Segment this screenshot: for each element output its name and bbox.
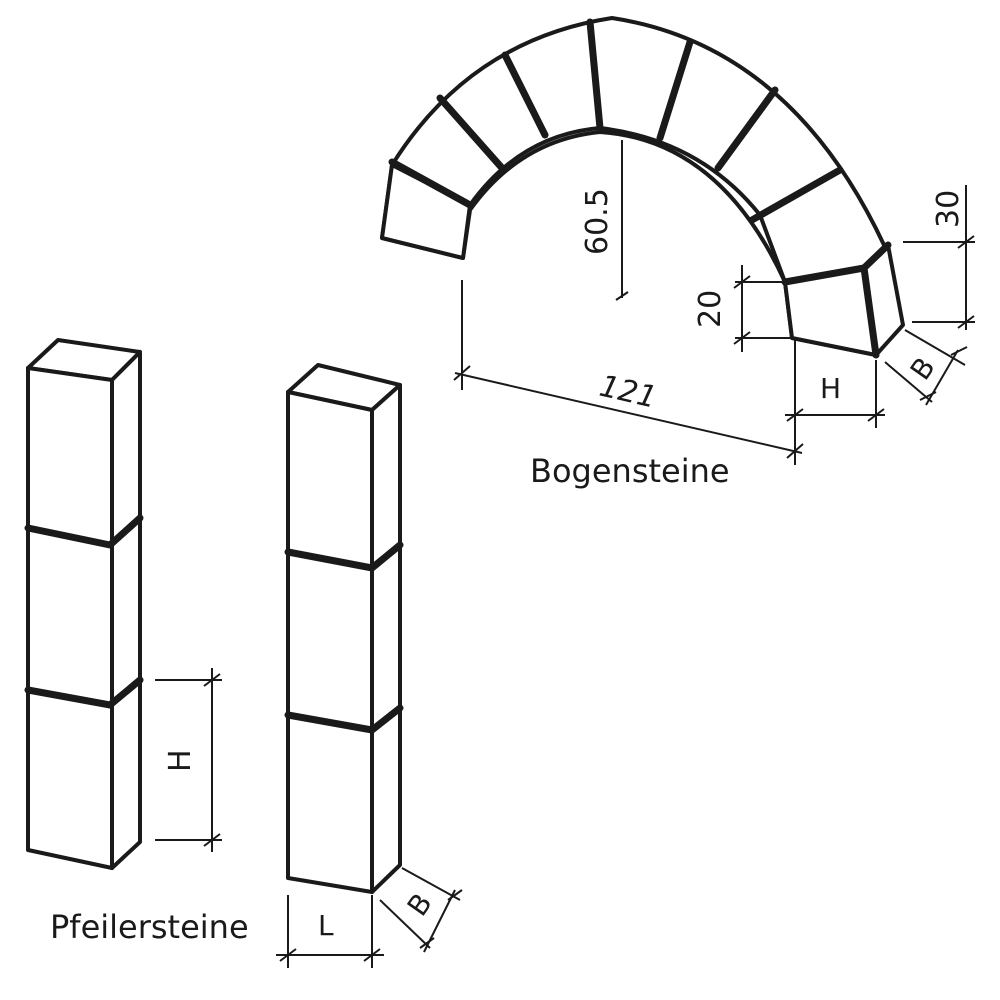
pillar-left-joint: [24, 514, 144, 549]
pillar-right-front: [286, 390, 374, 894]
pillar-right: [284, 363, 404, 894]
arch-front-face: [380, 16, 886, 357]
arch-joint: [501, 51, 549, 139]
label-pillar-h: H: [163, 749, 198, 772]
arch-joint: [586, 18, 604, 132]
caption-pfeilersteine: Pfeilersteine: [50, 908, 249, 946]
pillar-left-joint: [24, 676, 144, 709]
label-arch-h: H: [820, 372, 841, 405]
arch-joint: [388, 158, 474, 209]
caption-bogensteine: Bogensteine: [530, 452, 730, 490]
arch-joint: [748, 166, 844, 224]
arch-joint: [781, 264, 868, 286]
arch-joint: [656, 38, 694, 142]
arch-joint: [714, 86, 779, 172]
label-arch-b: B: [904, 351, 942, 386]
pillar-right-joint: [284, 704, 404, 734]
label-stone-height-30: 30: [931, 190, 966, 228]
arch-joint: [860, 264, 880, 359]
pillar-left: [24, 338, 144, 870]
pillar-left-dimensions: H: [155, 668, 222, 852]
arch-joint: [436, 94, 506, 172]
pillar-right-side: [370, 383, 402, 894]
pillar-right-joint: [284, 541, 404, 572]
arch-stones: [380, 16, 905, 359]
label-pillar-b: B: [401, 887, 439, 922]
label-pillar-l: L: [318, 909, 334, 942]
arch-dimensions: 60.5 121 H B 20 30: [453, 140, 975, 465]
label-arch-height: 60.5: [580, 188, 615, 255]
pillar-left-front: [26, 366, 114, 870]
label-stone-height-20: 20: [693, 290, 728, 328]
arch-joint: [860, 241, 892, 272]
pillar-left-side: [110, 350, 142, 870]
